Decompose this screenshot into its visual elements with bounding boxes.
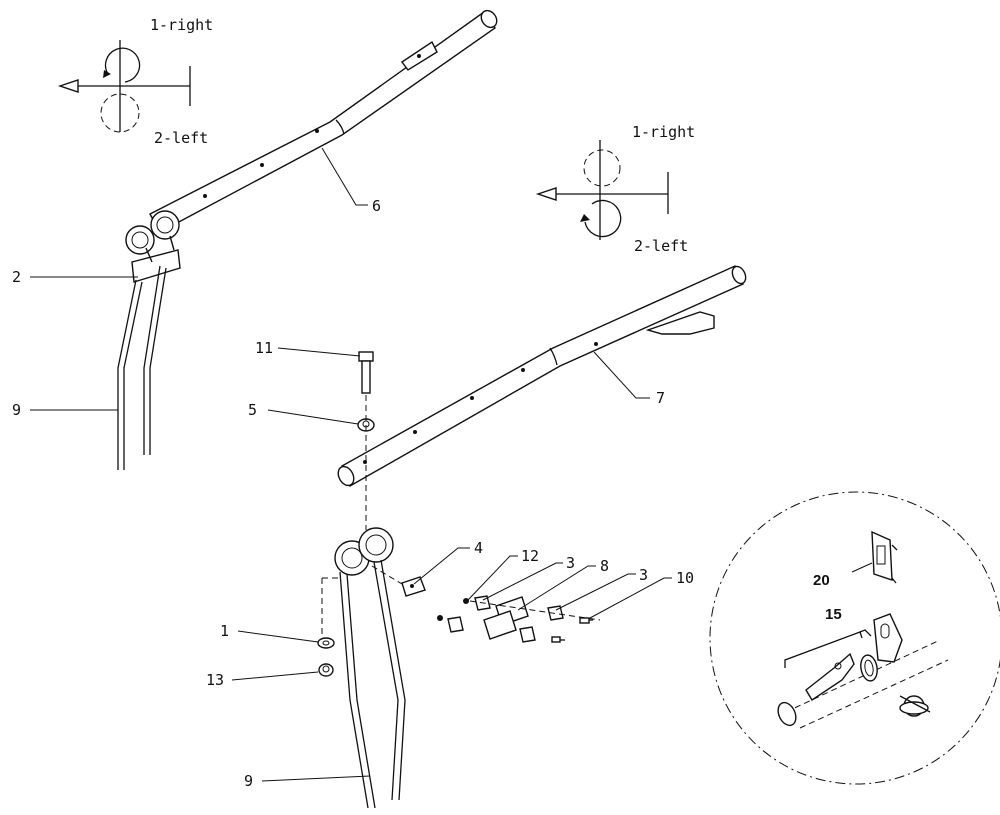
tube-7	[337, 265, 747, 488]
callout-label-3-lower: 3	[639, 566, 648, 584]
clip-axis	[371, 565, 403, 585]
callout-label-9-lower: 9	[244, 772, 253, 790]
callout-11: 11	[255, 339, 361, 357]
detail-view: 20 15	[709, 491, 1000, 785]
tine-holder-assembly-2	[125, 210, 181, 283]
callout-7: 7	[593, 351, 665, 407]
rotation-symbol-top-left: 1-right 2-left	[57, 16, 213, 147]
rotation-right-label-1: 1-right	[150, 16, 213, 34]
callout-12: 12	[467, 547, 539, 601]
callout-label-13: 13	[206, 671, 224, 689]
callout-label-7: 7	[656, 389, 665, 407]
detail-label-20: 20	[813, 572, 830, 589]
callout-4: 4	[413, 539, 483, 585]
callout-3-lower: 3	[555, 566, 648, 611]
callout-label-9-upper: 9	[12, 401, 21, 419]
clip-4	[401, 576, 426, 597]
tube-6	[149, 9, 498, 233]
nut-13	[318, 663, 334, 677]
callout-9-lower: 9	[244, 772, 371, 790]
rotation-left-label-1: 2-left	[154, 129, 208, 147]
rotation-symbol-mid-right: 1-right 2-left	[535, 123, 695, 255]
callout-6: 6	[321, 147, 381, 215]
callout-label-12: 12	[521, 547, 539, 565]
callout-9-upper: 9	[12, 401, 118, 419]
clamp-assembly-8	[437, 595, 601, 643]
callout-label-10: 10	[676, 569, 694, 587]
callout-label-3-upper: 3	[566, 554, 575, 572]
callout-8: 8	[517, 557, 609, 611]
callout-3-upper: 3	[482, 554, 575, 601]
callout-2: 2	[12, 268, 138, 286]
bolt-11	[358, 351, 374, 394]
rotation-right-label-2: 1-right	[632, 123, 695, 141]
callout-label-4: 4	[474, 539, 483, 557]
washer-1	[317, 637, 335, 649]
callout-10: 10	[589, 569, 694, 619]
callout-5: 5	[248, 401, 359, 425]
callout-label-11: 11	[255, 339, 273, 357]
detail-label-15: 15	[825, 606, 842, 623]
callout-1: 1	[220, 622, 319, 643]
callout-13: 13	[206, 671, 319, 689]
callout-label-6: 6	[372, 197, 381, 215]
callout-label-2: 2	[12, 268, 21, 286]
callout-label-5: 5	[248, 401, 257, 419]
callout-label-8: 8	[600, 557, 609, 575]
callout-label-1: 1	[220, 622, 229, 640]
spring-tine-9-upper	[117, 265, 167, 470]
rotation-left-label-2: 2-left	[634, 237, 688, 255]
spring-tine-9-lower	[321, 527, 406, 809]
